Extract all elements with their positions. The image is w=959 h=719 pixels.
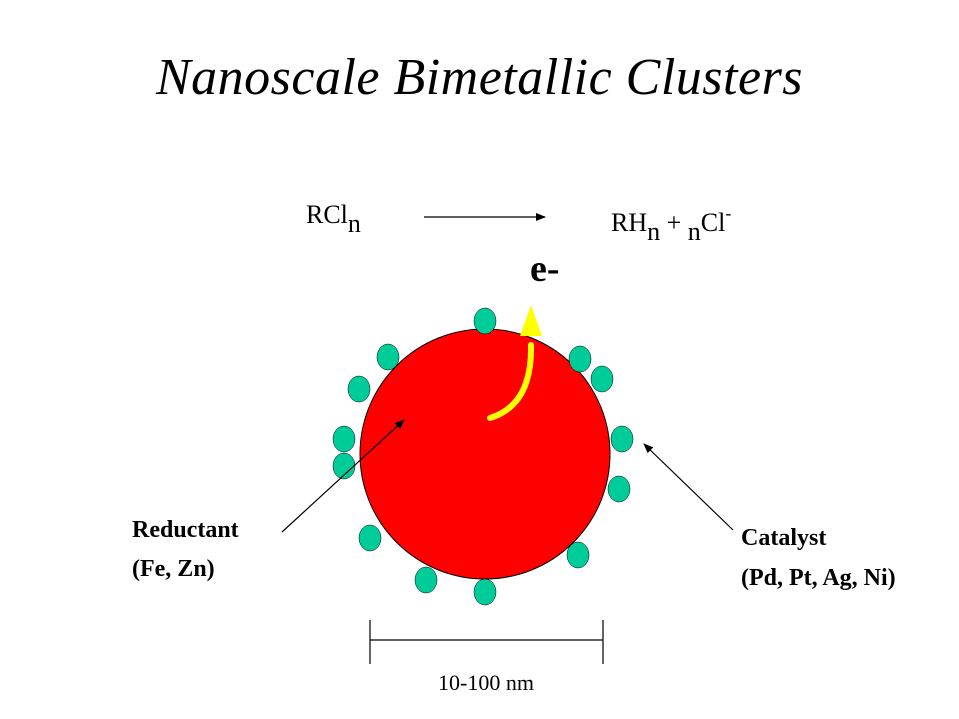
catalyst-dot	[610, 425, 634, 453]
catalyst-dot	[376, 343, 400, 371]
electron-label: e-	[530, 248, 560, 290]
reductant-pointer-arrow	[281, 419, 405, 533]
product-base: RH	[611, 208, 647, 237]
catalyst-dot	[358, 524, 382, 552]
catalyst-dot	[332, 452, 356, 480]
catalyst-examples: (Pd, Pt, Ag, Ni)	[741, 565, 896, 591]
electron-transfer-arrow	[487, 342, 535, 421]
catalyst-dot	[568, 345, 592, 373]
scale-bar	[369, 620, 604, 664]
catalyst-dot	[566, 541, 590, 569]
chloride-base: Cl	[701, 208, 726, 237]
catalyst-dot	[414, 566, 438, 594]
chloride-subscript: n	[688, 217, 701, 246]
catalyst-dot	[590, 365, 614, 393]
scale-label: 10-100 nm	[438, 670, 534, 695]
catalyst-dot	[607, 475, 631, 503]
catalyst-dot	[347, 375, 371, 403]
plus-sign: +	[660, 208, 688, 237]
catalyst-dot	[473, 307, 497, 335]
catalyst-pointer-arrow	[643, 443, 734, 531]
product-subscript: n	[647, 217, 660, 246]
catalyst-dots	[332, 307, 634, 606]
reactant-subscript: n	[348, 209, 361, 238]
chloride-superscript: -	[725, 203, 731, 223]
catalyst-dot	[473, 578, 497, 606]
reactant-formula: RCln	[306, 200, 361, 238]
reactant-base: RCl	[306, 200, 348, 229]
reductant-label: Reductant	[132, 517, 239, 543]
catalyst-label: Catalyst	[741, 525, 826, 551]
reductant-examples: (Fe, Zn)	[132, 556, 215, 582]
product-formula: RHn + nCl-	[611, 203, 731, 246]
catalyst-dot	[332, 425, 356, 453]
slide-title: Nanoscale Bimetallic Clusters	[155, 49, 804, 106]
electron-arrow-head	[520, 305, 542, 336]
